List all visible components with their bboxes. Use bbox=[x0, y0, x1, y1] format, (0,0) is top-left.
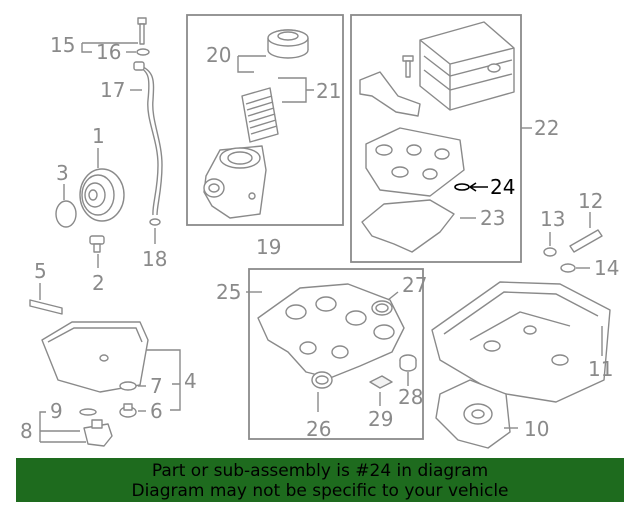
upper-oil-pan-part-11 bbox=[431, 281, 611, 403]
leader-4 bbox=[146, 349, 181, 411]
valve-block-part-23 bbox=[365, 127, 465, 197]
callout-1: 1 bbox=[92, 124, 105, 148]
gasket-part-27 bbox=[371, 300, 393, 316]
banner-line-1: Part or sub-assembly is #24 in diagram bbox=[151, 461, 489, 481]
filter-cap-part-20 bbox=[267, 29, 309, 59]
callout-19: 19 bbox=[256, 235, 281, 259]
callout-29: 29 bbox=[368, 407, 393, 431]
callout-9: 9 bbox=[50, 399, 63, 423]
callout-15: 15 bbox=[50, 33, 75, 57]
drain-plug-part-6 bbox=[119, 403, 137, 418]
callout-12: 12 bbox=[578, 189, 603, 213]
bolt-part-22 bbox=[402, 55, 414, 78]
leader-15 bbox=[81, 42, 138, 53]
callout-2: 2 bbox=[92, 271, 105, 295]
o-ring-part-24 bbox=[454, 183, 470, 191]
sealant-tube-part-5 bbox=[29, 283, 63, 315]
oil-filter-part-21 bbox=[241, 87, 279, 143]
callout-25: 25 bbox=[216, 280, 241, 304]
seal-part-18 bbox=[149, 218, 161, 226]
oil-pump-part-10 bbox=[435, 379, 511, 449]
callout-7: 7 bbox=[150, 374, 163, 398]
washer-part-16 bbox=[136, 48, 150, 56]
callout-20: 20 bbox=[206, 43, 231, 67]
pulley-part-1 bbox=[79, 168, 125, 222]
callout-26: 26 bbox=[306, 417, 331, 441]
seal-ring-part-14 bbox=[560, 263, 576, 273]
callout-11: 11 bbox=[588, 357, 613, 381]
callout-17: 17 bbox=[100, 78, 125, 102]
leader-27 bbox=[387, 291, 399, 301]
seal-part-28 bbox=[399, 354, 417, 372]
seal-part-7 bbox=[119, 381, 137, 391]
gasket-part-23 bbox=[361, 199, 455, 253]
bolt-part-2 bbox=[89, 235, 105, 253]
bolt-part-15 bbox=[137, 17, 147, 45]
callout-6: 6 bbox=[150, 399, 163, 423]
leader-20 bbox=[237, 55, 266, 73]
seal-ring-part-3 bbox=[55, 200, 77, 228]
gasket-part-26 bbox=[311, 371, 333, 389]
cap-part-29 bbox=[369, 375, 393, 389]
dipstick-tube-part-17 bbox=[133, 61, 163, 216]
oil-cooler-group-box bbox=[350, 14, 522, 263]
callout-3: 3 bbox=[56, 161, 69, 185]
filter-housing-part-19 bbox=[203, 145, 267, 219]
gasket-part-22 bbox=[359, 71, 421, 117]
seal-part-13 bbox=[543, 247, 557, 257]
sensor-part-8 bbox=[83, 419, 113, 447]
callout-27: 27 bbox=[402, 273, 427, 297]
intake-manifold-group-box bbox=[248, 268, 424, 440]
callout-24-highlighted: 24 bbox=[490, 175, 515, 199]
callout-5: 5 bbox=[34, 259, 47, 283]
callout-4: 4 bbox=[184, 369, 197, 393]
lower-oil-pan-part-4 bbox=[41, 321, 149, 393]
callout-23: 23 bbox=[480, 206, 505, 230]
oil-filter-group-box bbox=[186, 14, 344, 226]
callout-28: 28 bbox=[398, 385, 423, 409]
callout-10: 10 bbox=[524, 417, 549, 441]
info-banner: Part or sub-assembly is #24 in diagram D… bbox=[16, 458, 624, 502]
leader-8-9 bbox=[39, 411, 86, 443]
leader-24 bbox=[469, 182, 488, 192]
callout-16: 16 bbox=[96, 40, 121, 64]
banner-line-2: Diagram may not be specific to your vehi… bbox=[131, 481, 509, 501]
callout-21: 21 bbox=[316, 79, 341, 103]
seal-part-9 bbox=[79, 408, 97, 416]
oil-cooler-part-22 bbox=[419, 21, 515, 111]
callout-13: 13 bbox=[540, 207, 565, 231]
leader-21 bbox=[278, 77, 314, 103]
callout-22: 22 bbox=[534, 116, 559, 140]
callout-14: 14 bbox=[594, 256, 619, 280]
sealant-tube-part-12 bbox=[569, 229, 603, 253]
callout-8: 8 bbox=[20, 419, 33, 443]
intake-manifold-part-25 bbox=[257, 283, 405, 379]
callout-18: 18 bbox=[142, 247, 167, 271]
